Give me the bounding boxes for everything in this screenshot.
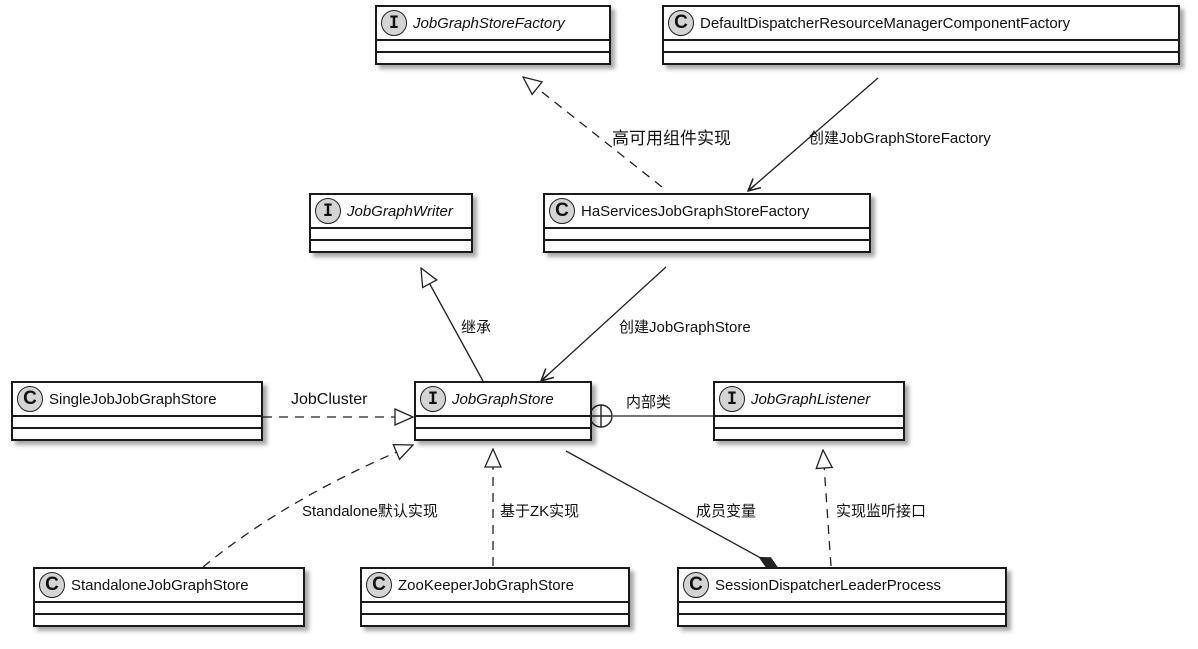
class-icon: C <box>549 198 575 224</box>
class-job-graph-store[interactable]: I JobGraphStore <box>414 381 592 441</box>
edge-create-store <box>541 266 667 381</box>
class-name: JobGraphListener <box>751 390 871 408</box>
class-name: JobGraphStore <box>452 390 554 408</box>
fields-section <box>416 417 590 429</box>
class-name: SingleJobJobGraphStore <box>49 390 217 408</box>
class-icon: C <box>668 10 694 36</box>
class-icon: C <box>17 386 43 412</box>
class-zookeeper-job-graph-store[interactable]: C ZooKeeperJobGraphStore <box>360 567 630 627</box>
label-inherit: 继承 <box>461 319 492 336</box>
label-create-store: 创建JobGraphStore <box>619 319 751 336</box>
methods-section <box>13 429 261 439</box>
edge-standalone <box>202 445 413 568</box>
class-default-dispatcher-resource-manager-component-factory[interactable]: C DefaultDispatcherResourceManagerCompone… <box>662 5 1180 65</box>
fields-section <box>545 229 869 241</box>
class-icon: C <box>683 572 709 598</box>
label-ha-impl: 高可用组件实现 <box>612 129 731 148</box>
label-inner-class: 内部类 <box>626 394 672 411</box>
edge-member <box>565 450 777 568</box>
label-zk-impl: 基于ZK实现 <box>500 503 580 520</box>
fields-section <box>715 417 903 429</box>
fields-section <box>377 41 609 53</box>
methods-section <box>35 615 303 625</box>
class-name: StandaloneJobGraphStore <box>71 576 249 594</box>
methods-section <box>362 615 628 625</box>
fields-section <box>664 41 1178 53</box>
interface-icon: I <box>381 10 407 36</box>
class-icon: C <box>39 572 65 598</box>
edge-create-factory <box>748 77 879 191</box>
edge-ha-impl <box>523 77 663 188</box>
label-standalone: Standalone默认实现 <box>302 503 438 520</box>
fields-section <box>311 229 471 241</box>
label-listener-impl: 实现监听接口 <box>836 503 927 520</box>
class-job-graph-store-factory[interactable]: I JobGraphStoreFactory <box>375 5 611 65</box>
interface-icon: I <box>315 198 341 224</box>
class-name: ZooKeeperJobGraphStore <box>398 576 574 594</box>
interface-icon: I <box>420 386 446 412</box>
label-member: 成员变量 <box>696 503 757 520</box>
label-create-factory: 创建JobGraphStoreFactory <box>809 130 991 147</box>
fields-section <box>35 603 303 615</box>
class-icon: C <box>366 572 392 598</box>
edge-listener-impl <box>823 450 831 567</box>
interface-icon: I <box>719 386 745 412</box>
methods-section <box>545 241 869 251</box>
class-name: SessionDispatcherLeaderProcess <box>715 576 941 594</box>
edge-inherit <box>421 268 484 382</box>
fields-section <box>679 603 1005 615</box>
class-name: HaServicesJobGraphStoreFactory <box>581 202 810 220</box>
class-ha-services-job-graph-store-factory[interactable]: C HaServicesJobGraphStoreFactory <box>543 193 871 253</box>
methods-section <box>679 615 1005 625</box>
methods-section <box>311 241 471 251</box>
methods-section <box>664 53 1178 63</box>
methods-section <box>416 429 590 439</box>
class-name: JobGraphStoreFactory <box>413 14 565 32</box>
class-single-job-job-graph-store[interactable]: C SingleJobJobGraphStore <box>11 381 263 441</box>
label-job-cluster: JobCluster <box>291 391 368 408</box>
class-name: JobGraphWriter <box>347 202 453 220</box>
class-job-graph-listener[interactable]: I JobGraphListener <box>713 381 905 441</box>
fields-section <box>362 603 628 615</box>
fields-section <box>13 417 261 429</box>
class-name: DefaultDispatcherResourceManagerComponen… <box>700 14 1071 32</box>
class-job-graph-writer[interactable]: I JobGraphWriter <box>309 193 473 253</box>
class-standalone-job-graph-store[interactable]: C StandaloneJobGraphStore <box>33 567 305 627</box>
class-session-dispatcher-leader-process[interactable]: C SessionDispatcherLeaderProcess <box>677 567 1007 627</box>
methods-section <box>715 429 903 439</box>
nested-class-icon <box>589 404 613 428</box>
methods-section <box>377 53 609 63</box>
